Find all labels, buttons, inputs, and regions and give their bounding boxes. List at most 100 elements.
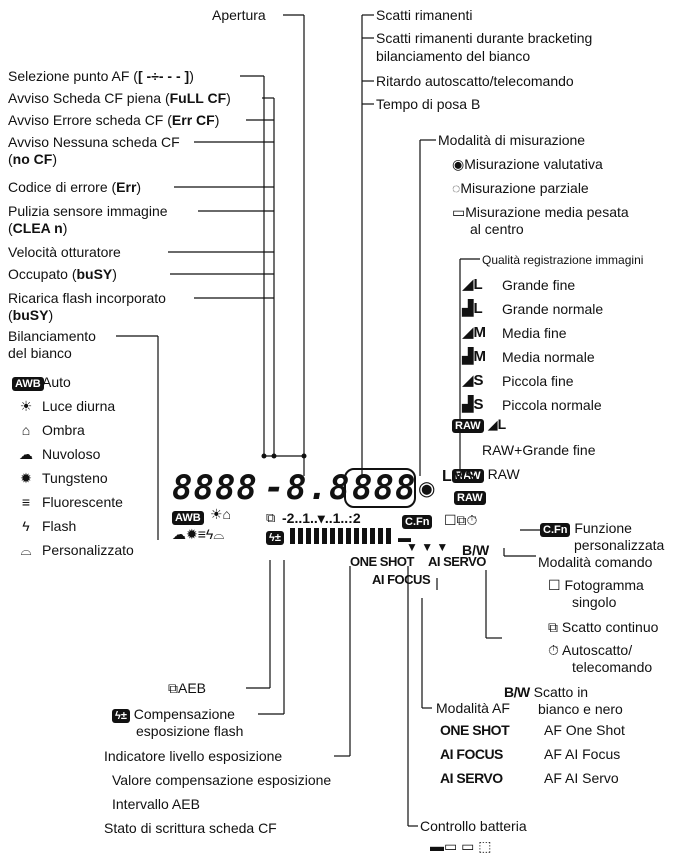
wb-item: ≡Fluorescente xyxy=(12,494,123,511)
metering-icon: ◉ xyxy=(452,156,465,172)
comando-label: Modalità comando xyxy=(538,554,653,570)
af-code: ONE SHOT xyxy=(440,722,510,738)
battery-empty-icon: ⬚ xyxy=(478,838,492,854)
wb-icon: ☀ xyxy=(19,398,33,414)
selezione-af-label: Selezione punto AF ([ -÷- - - ]) xyxy=(8,68,194,84)
lcd-triangles: ▼ ▼ ▼ xyxy=(406,540,449,554)
indicatore-label: Indicatore livello esposizione xyxy=(104,748,283,764)
af-item-label: AF AI Focus xyxy=(544,746,621,762)
wb-item-label: Luce diurna xyxy=(42,398,116,414)
metering-item: ▭Misurazione media pesata xyxy=(452,204,629,221)
wb-item: ⌂Ombra xyxy=(12,422,85,439)
quality-title: Qualità registrazione immagini xyxy=(482,253,644,267)
quality-raw-plus-label: RAW+Grande fine xyxy=(482,442,596,458)
wb-item-label: Auto xyxy=(42,374,71,390)
wb-icon: ⌓ xyxy=(20,542,32,558)
ricarica-label: Ricarica flash incorporato xyxy=(8,290,166,306)
lcd-battery-icon: ▬ xyxy=(398,530,411,545)
evaluative-metering-icon: ◉ xyxy=(418,478,436,500)
battery-full-icon: ▬▭ xyxy=(430,838,458,854)
wb-item: ☀ Luce diurna xyxy=(12,398,115,415)
wb-item: ☁Nuvoloso xyxy=(12,446,100,463)
occupato-label: Occupato (buSY) xyxy=(8,266,117,282)
fine-quality-icon: ◢ xyxy=(462,372,474,389)
tempo-posa-label: Tempo di posa B xyxy=(376,96,481,112)
quality-raw: RAW RAW xyxy=(452,466,520,483)
wb-icon: ϟ xyxy=(22,518,30,534)
comp-flash-label: ϟ± Compensazione xyxy=(112,706,235,723)
lcd-drive-icons: ☐⧉⏱ xyxy=(444,512,478,528)
fine-icon: ◢ xyxy=(487,417,498,432)
af-code: AI SERVO xyxy=(440,770,503,786)
metering-item-label: Misurazione media pesata xyxy=(465,204,629,220)
metering-item-label-2: al centro xyxy=(470,221,524,237)
metering-item: ◉Misurazione valutativa xyxy=(452,156,603,173)
lcd-awb: AWB xyxy=(172,508,204,526)
wb-item-label: Tungsteno xyxy=(42,470,108,486)
lcd-aperture-digits: 8.8 xyxy=(286,468,351,508)
lcd-aeb-icon: ⧉ xyxy=(266,510,276,525)
raw-tag: RAW xyxy=(452,469,484,483)
intervallo-label: Intervallo AEB xyxy=(112,796,200,812)
wb-title-2: del bianco xyxy=(8,345,72,361)
wb-item: ⌓Personalizzato xyxy=(12,542,133,559)
apertura-label: Apertura xyxy=(212,7,266,23)
lcd-panel: 8888 - 8.8 888 ◉ LMS RAW AWB ☀⌂ ☁✹≡ϟ⌓ ⧉ … xyxy=(172,468,512,598)
metering-title: Modalità di misurazione xyxy=(438,132,586,148)
wb-item-label: Fluorescente xyxy=(42,494,123,510)
battery-icons: ▬▭ ▭ ⬚ xyxy=(430,838,491,855)
af-item-label: AF AI Servo xyxy=(544,770,619,786)
lcd-one-shot: ONE SHOT xyxy=(350,554,414,569)
lcd-dash: - xyxy=(264,468,286,508)
wb-item-label: Ombra xyxy=(42,422,85,438)
lcd-flash-comp: ϟ± xyxy=(266,528,284,546)
quality-item-label: Grande fine xyxy=(502,277,576,293)
quality-item: ◢S xyxy=(462,372,484,389)
nessuna-scheda-code: (no CF) xyxy=(8,151,57,167)
quality-raw-plus: RAW ◢L xyxy=(452,416,506,433)
single-frame-icon: ☐ xyxy=(548,577,561,593)
valore-label: Valore compensazione esposizione xyxy=(112,772,332,788)
wb-item: ✹ Tungsteno xyxy=(12,470,108,487)
quality-size: L xyxy=(473,276,483,293)
lcd-scale: -2..1..▾..1..:2 xyxy=(282,510,361,526)
continuo-label: ⧉ Scatto continuo xyxy=(548,619,659,635)
batteria-label: Controllo batteria xyxy=(420,818,527,834)
quality-item-label: Grande normale xyxy=(502,301,604,317)
lcd-bar xyxy=(290,528,394,544)
aeb-label: ⧉AEB xyxy=(168,680,207,696)
lcd-ai-servo: AI SERVO xyxy=(428,554,486,569)
quality-item-label: Piccola fine xyxy=(502,373,574,389)
lcd-cfn: C.Fn xyxy=(402,512,433,530)
pulizia-code: (CLEA n) xyxy=(8,220,68,236)
af-item-label: AF One Shot xyxy=(544,722,625,738)
quality-size: M xyxy=(473,348,487,365)
velocita-label: Velocità otturatore xyxy=(8,244,121,260)
fotogramma-label: ☐ Fotogramma xyxy=(548,577,644,593)
lcd-wb-icons-row2: ☁✹≡ϟ⌓ xyxy=(172,526,225,542)
fine-quality-icon: ◢ xyxy=(462,276,474,293)
metering-item-label: Misurazione parziale xyxy=(460,180,589,196)
metering-item-label: Misurazione valutativa xyxy=(464,156,603,172)
fotogramma-label-2: singolo xyxy=(572,594,617,610)
cfn-label-2: personalizzata xyxy=(574,537,665,553)
wb-icon: ☁ xyxy=(19,446,33,462)
wb-title-1: Bilanciamento xyxy=(8,328,96,344)
scatti-rimanenti-label: Scatti rimanenti xyxy=(376,7,473,23)
quality-size: S xyxy=(473,396,484,413)
af-code: AI FOCUS xyxy=(440,746,503,762)
scheda-piena-label: Avviso Scheda CF piena (FuLL CF) xyxy=(8,90,231,106)
quality-item-label: Piccola normale xyxy=(502,397,602,413)
normal-quality-icon: ▟ xyxy=(462,300,474,317)
wb-icon: ✹ xyxy=(20,470,32,486)
cfn-tag: C.Fn xyxy=(540,523,571,537)
lcd-shots-box xyxy=(344,468,416,508)
quality-item: ▟M xyxy=(462,348,486,365)
fine-quality-icon: ◢ xyxy=(462,324,474,341)
autoscatto-label-2: telecomando xyxy=(572,659,653,675)
autoscatto-label: ⏱ Autoscatto/ xyxy=(548,642,633,658)
lcd-shutter-digits: 8888 xyxy=(172,468,258,508)
quality-item: ▟L xyxy=(462,300,483,317)
